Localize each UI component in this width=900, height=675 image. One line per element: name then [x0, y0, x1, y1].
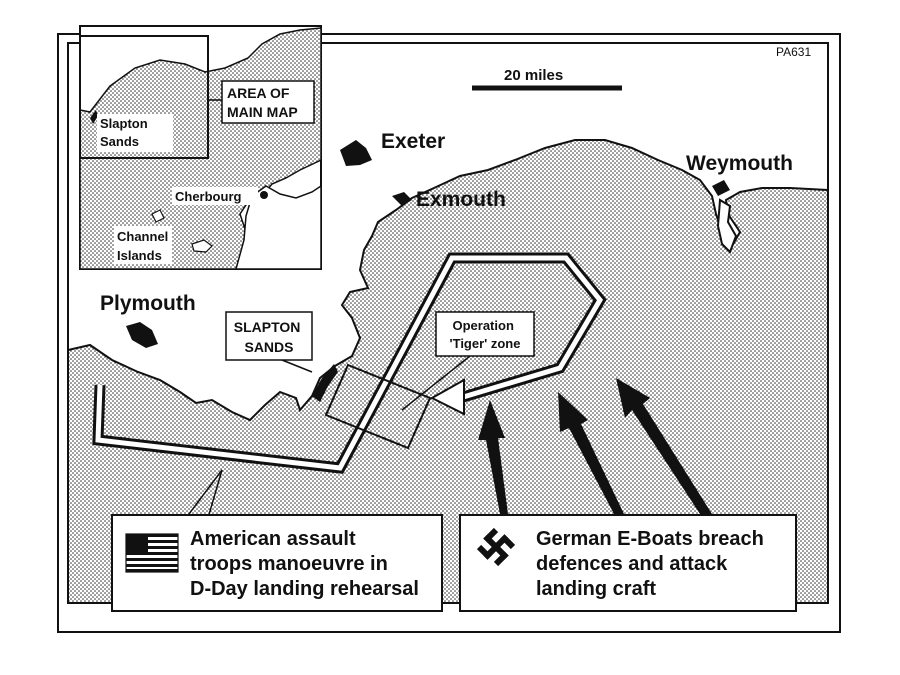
reference-code: PA631	[776, 45, 811, 59]
e-boat-arrow-2	[558, 392, 624, 514]
inset-slapton-label: Slapton Sands	[100, 116, 151, 149]
tiger-zone-label: Operation 'Tiger' zone	[450, 318, 521, 351]
assault-route	[92, 252, 607, 474]
legend-american-pointer-1	[185, 469, 223, 519]
inset-area-label: AREA OF MAIN MAP	[227, 85, 298, 120]
exeter-mark	[340, 140, 372, 166]
tiger-zone-box	[324, 363, 432, 450]
portland-bill	[716, 198, 738, 254]
weymouth-label: Weymouth	[686, 152, 793, 175]
legend-german-box	[459, 514, 797, 612]
inset-cherbourg-label-bg	[172, 187, 258, 205]
inset-area-label-line-2: MAIN MAP	[227, 104, 298, 120]
inset-channel-islands-line-2: Islands	[117, 248, 162, 263]
tiger-label-line-1: Operation	[452, 318, 513, 333]
legend-german-line-1: German E-Boats breach	[536, 528, 764, 550]
weymouth-mark	[712, 180, 730, 196]
exmouth-mark	[392, 192, 412, 206]
tiger-label-line-2: 'Tiger' zone	[450, 336, 521, 351]
slapton-label-box	[225, 311, 313, 361]
legend-american-line-1: American assault	[190, 528, 356, 550]
inset-channel-islands-label-bg	[114, 226, 172, 264]
english-channel-sea	[68, 139, 828, 603]
plymouth-mark	[126, 322, 158, 348]
slapton-leader-line	[281, 359, 313, 373]
inset-jersey	[191, 239, 213, 253]
inset-map: AREA OF MAIN MAP Slapton Sands Cherbourg…	[79, 25, 322, 270]
legend-american-text: American assault troops manoeuvre in D-D…	[190, 528, 419, 600]
inset-slapton-label-bg	[97, 114, 173, 152]
plymouth-label: Plymouth	[100, 292, 196, 315]
legend-american-line-2: troops manoeuvre in	[190, 553, 388, 575]
legend-american: American assault troops manoeuvre in D-D…	[111, 469, 443, 612]
e-boat-arrow-3	[616, 378, 712, 514]
inset-cotentin-peninsula	[235, 185, 321, 269]
assault-route-fill	[95, 255, 604, 471]
legend-american-pointer-2	[207, 469, 223, 519]
legend-american-line-3: D-Day landing rehearsal	[190, 578, 419, 600]
main-map	[68, 139, 828, 603]
inset-channel-islands-label: Channel Islands	[117, 229, 172, 263]
outer-frame	[57, 33, 841, 633]
inset-area-label-line-1: AREA OF	[227, 85, 290, 101]
assault-route-arrowhead	[429, 378, 465, 416]
slapton-label: SLAPTON SANDS	[234, 319, 305, 355]
inset-cherbourg-label: Cherbourg	[175, 189, 242, 204]
legend-german-line-2: defences and attack	[536, 553, 728, 575]
slapton-sands-beach	[312, 364, 338, 402]
slapton-label-line-1: SLAPTON	[234, 319, 301, 335]
legend-german-line-3: landing craft	[536, 578, 656, 600]
inset-cherbourg-dot	[260, 191, 268, 199]
exeter-label: Exeter	[381, 130, 445, 153]
tiger-label-box	[435, 311, 535, 357]
legend-german: German E-Boats breach defences and attac…	[459, 514, 797, 612]
inset-area-label-box	[221, 80, 315, 124]
slapton-label-line-2: SANDS	[244, 339, 293, 355]
tiger-leader-line	[401, 355, 471, 411]
inset-slapton-mark	[90, 110, 98, 124]
inset-slapton-label-line-2: Sands	[100, 134, 139, 149]
scale-label: 20 miles	[504, 67, 563, 84]
legend-german-text: German E-Boats breach defences and attac…	[536, 528, 769, 600]
inset-main-map-area	[79, 35, 209, 159]
e-boat-arrows	[478, 378, 712, 514]
swastika-icon	[476, 527, 516, 567]
inset-channel-islands-line-1: Channel	[117, 229, 168, 244]
inset-guernsey	[151, 209, 165, 223]
exmouth-label: Exmouth	[416, 188, 506, 211]
e-boat-arrow-1	[478, 400, 508, 514]
inset-slapton-label-line-1: Slapton	[100, 116, 148, 131]
us-flag-icon	[125, 533, 179, 573]
